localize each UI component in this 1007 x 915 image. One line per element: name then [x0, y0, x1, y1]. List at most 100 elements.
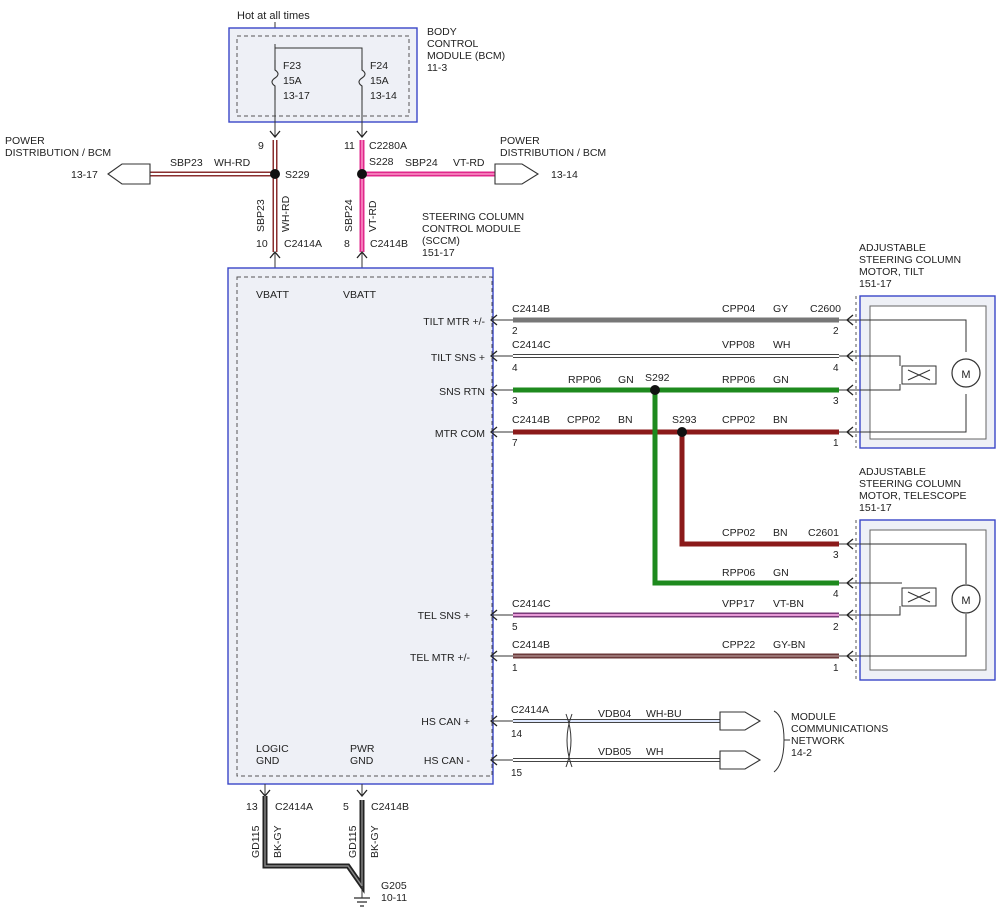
- bcm-bus-line: [274, 44, 363, 60]
- sccm-vbatt-left: VBATT: [256, 289, 290, 301]
- ground-right-color: BK-GY: [369, 825, 381, 858]
- network-title-line3: NETWORK: [791, 735, 845, 747]
- wire-vpp17-far-pin: 2: [833, 622, 839, 633]
- wire-vpp17-conn: C2414C: [512, 598, 551, 610]
- wire-cpp22-far-pin: 1: [833, 663, 839, 674]
- bcm-title-line4: 11-3: [427, 62, 447, 74]
- can-hi-connector-icon: [719, 711, 762, 731]
- bcm-module-box: [228, 27, 418, 123]
- power-right-connector-icon: [494, 163, 540, 185]
- ground-left-color: BK-GY: [272, 825, 284, 858]
- splice-s293: [677, 427, 687, 437]
- wire-rpp06-left-circuit: RPP06: [568, 374, 601, 386]
- pin-tilt-sns: TILT SNS +: [431, 352, 485, 364]
- wire-cpp04-circuit: CPP04: [722, 303, 755, 315]
- can-hi-circuit: VDB04: [598, 708, 631, 720]
- splice-s228-label: S228: [369, 156, 394, 168]
- tilt-motor-title-line2: STEERING COLUMN: [859, 254, 961, 266]
- power-left-color: WH-RD: [214, 157, 251, 169]
- fuse-f24-icon: [358, 60, 366, 100]
- feed-left-color: WH-RD: [280, 195, 292, 232]
- tilt-motor-symbol: M: [961, 369, 970, 381]
- pin-hs-can-lo: HS CAN -: [424, 755, 471, 767]
- can-connector: C2414A: [511, 704, 549, 716]
- wire-cpp02-left-color: BN: [618, 414, 633, 426]
- feed-right-connector: C2414B: [370, 238, 408, 250]
- wire-cpp22-color: GY-BN: [773, 639, 805, 651]
- splice-s229-label: S229: [285, 169, 310, 181]
- ground-ref: 10-11: [381, 892, 407, 904]
- fuse-f23-ref: 13-17: [283, 90, 310, 102]
- sccm-title-line2: CONTROL MODULE: [422, 223, 521, 235]
- splice-s292: [650, 385, 660, 395]
- bcm-pin-arrow-left: [269, 130, 281, 139]
- bcm-pin-arrow-right: [356, 130, 368, 139]
- sccm-inner-box: [236, 276, 493, 777]
- splice-s293-label: S293: [672, 414, 697, 426]
- network-title-line2: COMMUNICATIONS: [791, 723, 888, 735]
- wire-vpp08-pin: 4: [512, 363, 518, 374]
- tilt-motor-title-line3: MOTOR, TILT: [859, 266, 925, 278]
- bcm-inner-box: [236, 35, 410, 117]
- wire-cpp02-circuit: CPP02: [722, 414, 755, 426]
- wire-vpp08-far-pin: 4: [833, 363, 839, 374]
- can-lo-pin: 15: [511, 768, 523, 779]
- pwr-gnd-line1: PWR: [350, 743, 375, 755]
- can-lo-color: WH: [646, 746, 664, 758]
- splice-s228: [357, 169, 367, 179]
- tilt-motor-connector: C2600: [810, 303, 841, 315]
- fuse-f24-ref: 13-14: [370, 90, 397, 102]
- wire-cpp04-color: GY: [773, 303, 788, 315]
- feed-right-circuit: SBP24: [343, 199, 355, 232]
- wire-cpp02-tel-color: BN: [773, 527, 788, 539]
- feed-right-connector-top: C2280A: [369, 140, 407, 152]
- wire-cpp02-far-pin: 1: [833, 438, 839, 449]
- ground-right-connector: C2414B: [371, 801, 409, 813]
- tel-motor-connector: C2601: [808, 527, 839, 539]
- wire-cpp02-tel-far-pin: 3: [833, 550, 839, 561]
- network-title-line1: MODULE: [791, 711, 836, 723]
- sccm-vbatt-right: VBATT: [343, 289, 377, 301]
- wire-cpp02-tel-circuit: CPP02: [722, 527, 755, 539]
- wire-cpp02-conn: C2414B: [512, 414, 550, 426]
- power-left-title-line2: DISTRIBUTION / BCM: [5, 147, 111, 159]
- feed-right-color: VT-RD: [367, 200, 379, 232]
- feed-right-pin-top: 11: [344, 140, 355, 152]
- power-right-ref: 13-14: [551, 169, 578, 181]
- tilt-motor-title-line1: ADJUSTABLE: [859, 242, 926, 254]
- feed-left-connector: C2414A: [284, 238, 322, 250]
- power-left-ref: 13-17: [71, 169, 98, 181]
- power-right-color: VT-RD: [453, 157, 485, 169]
- fuse-f23-icon: [271, 60, 279, 100]
- wire-cpp04-pin: 2: [512, 326, 518, 337]
- can-lo-circuit: VDB05: [598, 746, 631, 758]
- power-right-title-line2: DISTRIBUTION / BCM: [500, 147, 606, 159]
- bcm-title-line2: CONTROL: [427, 38, 478, 50]
- bcm-title-line1: BODY: [427, 26, 457, 38]
- wire-vpp17-color: VT-BN: [773, 598, 804, 610]
- tilt-motor-title-line4: 151-17: [859, 278, 892, 290]
- wire-rpp06-color: GN: [773, 374, 789, 386]
- wire-rpp06-circuit: RPP06: [722, 374, 755, 386]
- wire-rpp06-tel-circuit: RPP06: [722, 567, 755, 579]
- pin-sns-rtn: SNS RTN: [439, 386, 485, 398]
- tel-motor-title-line2: STEERING COLUMN: [859, 478, 961, 490]
- wire-rpp06-pin: 3: [512, 396, 518, 407]
- feed-left-pin-bottom: 10: [256, 238, 268, 250]
- wire-cpp22-conn: C2414B: [512, 639, 550, 651]
- fuse-f24-name: F24: [370, 60, 388, 72]
- twisted-pair-icon: [565, 713, 572, 768]
- fuse-f23-name: F23: [283, 60, 301, 72]
- ground-left-pin: 13: [246, 801, 258, 813]
- can-lo-connector-icon: [719, 750, 762, 770]
- wire-cpp04-far-pin: 2: [833, 326, 839, 337]
- wire-cpp02-pin: 7: [512, 438, 518, 449]
- logic-gnd-line2: GND: [256, 755, 280, 767]
- feed-left-circuit: SBP23: [255, 199, 267, 232]
- tel-motor-icon: [951, 584, 981, 614]
- wire-cpp22-pin: 1: [512, 663, 518, 674]
- pin-mtr-com: MTR COM: [435, 428, 485, 440]
- bcm-title-line3: MODULE (BCM): [427, 50, 505, 62]
